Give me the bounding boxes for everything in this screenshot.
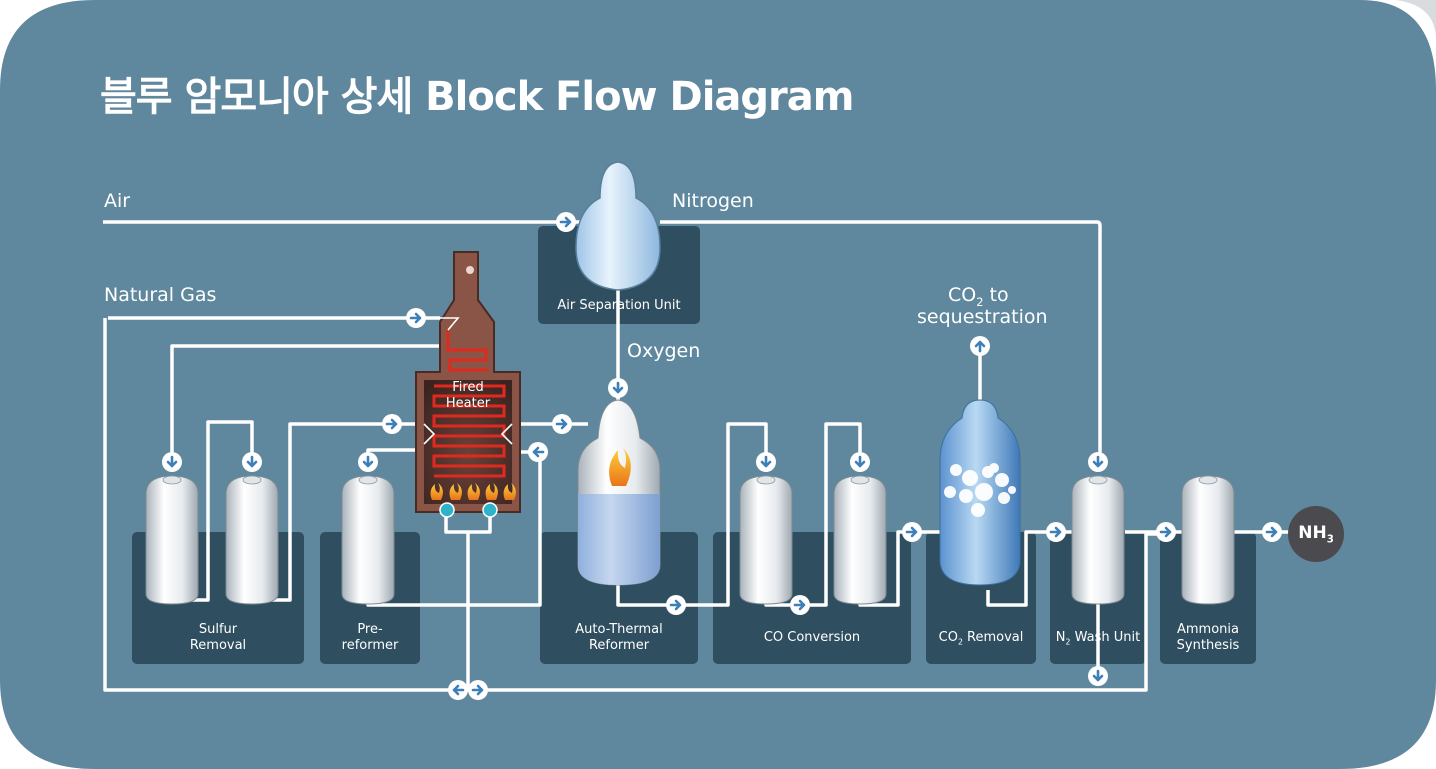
unit-label-co2-removal: CO2 Removal: [938, 630, 1024, 647]
atr-vessel: [577, 399, 661, 586]
unit-label-air-separation: Air Separation Unit: [557, 298, 681, 313]
stream-label-nitrogen: Nitrogen: [672, 190, 754, 212]
stream-label-air: Air: [104, 190, 131, 212]
product-label-nh3: NH3: [1298, 523, 1334, 546]
page-title: 블루 암모니아 상세 Block Flow Diagram: [100, 74, 854, 120]
asu-vessel: [575, 161, 661, 291]
product-circle: [1288, 506, 1344, 562]
stream-label-co2: CO2 to: [948, 284, 1009, 309]
unit-label-n2-wash: N2 Wash Unit: [1055, 630, 1141, 647]
stream-label-oxygen: Oxygen: [627, 340, 701, 362]
fired-heater: [415, 251, 521, 518]
co2-removal-vessel: [939, 399, 1021, 586]
stream-label-sequestration: sequestration: [917, 306, 1048, 328]
unit-label-co-conversion: CO Conversion: [763, 630, 861, 645]
stream-label-natural-gas: Natural Gas: [104, 284, 217, 306]
unit-label-prereformer: Pre-reformer: [341, 622, 399, 653]
